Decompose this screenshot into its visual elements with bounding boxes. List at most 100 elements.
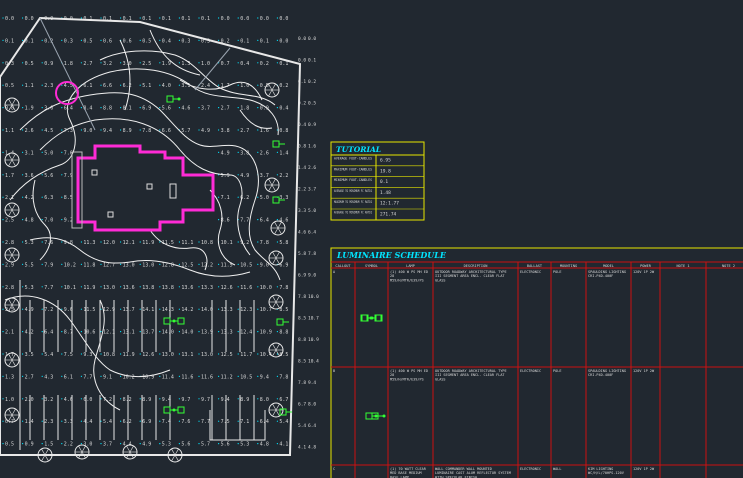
grid-value: 13.0 (142, 262, 154, 268)
grid-value: 1.0 (5, 397, 14, 403)
tree-icon (268, 342, 284, 358)
grid-value: 2.5 (142, 61, 151, 67)
wall-pack-icon (279, 408, 292, 416)
grid-point (120, 263, 122, 265)
schedule-symbol-icon (365, 412, 380, 420)
grid-value: 4.2 (25, 330, 34, 336)
grid-value: 8.7 (64, 330, 73, 336)
grid-point (61, 263, 63, 265)
grid-value: 5.9 (221, 173, 230, 179)
grid-point (22, 331, 24, 333)
parking-stalls (19, 280, 266, 450)
grid-value: 13.1 (123, 330, 135, 336)
grid-point (159, 241, 161, 243)
grid-value: 7.6 (181, 419, 190, 425)
grid-value: 0.2 (260, 61, 269, 67)
grid-point (198, 331, 200, 333)
grid-value: 3.2 (103, 61, 112, 67)
grid-value: 11.7 (240, 352, 252, 358)
grid-point (237, 331, 239, 333)
grid-point (22, 107, 24, 109)
grid-value: 4.1 (279, 442, 288, 448)
grid-point (2, 219, 4, 221)
grid-point (276, 39, 278, 42)
grid-value: 4.4 (123, 442, 132, 448)
grid-point (198, 263, 200, 265)
grid-point (80, 308, 82, 310)
grid-point (2, 286, 4, 288)
grid-point (139, 129, 141, 131)
grid-point (22, 375, 24, 377)
grid-point (22, 263, 24, 265)
grid-value: 9.1 (103, 374, 112, 380)
grid-point (276, 375, 278, 377)
grid-value: 2.7 (240, 128, 249, 134)
wall-pack-icon (276, 318, 289, 326)
grid-value: 13.7 (123, 307, 135, 313)
grid-value: 7.8 (142, 128, 151, 134)
grid-point (257, 107, 259, 109)
grid-value: 9.4 (260, 374, 269, 380)
grid-value: 8.8 (103, 106, 112, 112)
grid-point (178, 443, 180, 445)
grid-point (237, 398, 239, 400)
grid-point (139, 308, 141, 310)
grid-value: 8.6 (221, 218, 230, 224)
grid-point (159, 84, 161, 86)
grid-value: 0.8 (298, 144, 306, 150)
grid-value: 3.7 (201, 106, 210, 112)
grid-value: 0.5 (308, 101, 316, 107)
grid-point (41, 151, 43, 153)
schedule-cell-ballast: ELECTRONIC (520, 369, 541, 373)
grid-value: 13.0 (201, 352, 213, 358)
grid-value: 7.6 (44, 240, 53, 246)
grid-point (257, 286, 259, 288)
grid-value: 0.1 (260, 38, 269, 44)
grid-value: 0.2 (279, 83, 288, 89)
grid-point (22, 443, 24, 445)
grid-value: 11.5 (83, 307, 95, 313)
grid-value: 1.4 (279, 150, 288, 156)
grid-value: 4.1 (298, 445, 306, 451)
grid-point (218, 420, 220, 422)
grid-point (198, 62, 200, 64)
grid-point (178, 263, 180, 265)
grid-value: 1.5 (44, 442, 53, 448)
grid-value: 10.5 (240, 374, 252, 380)
tree-icon (4, 297, 20, 313)
grid-point (276, 107, 278, 109)
grid-point (22, 219, 24, 221)
grid-value: 9.4 (221, 397, 230, 403)
grid-point (139, 353, 141, 355)
grid-value: 8.0 (308, 402, 316, 408)
grid-value: 11.2 (221, 374, 233, 380)
grid-point (257, 219, 259, 221)
grid-point (218, 308, 220, 310)
tutorial-value: 6.95 (380, 158, 391, 164)
grid-value: 2.8 (5, 285, 14, 291)
grid-point (159, 353, 161, 355)
grid-value: 6.4 (260, 419, 269, 425)
trees (4, 82, 286, 463)
grid-point (61, 107, 63, 109)
grid-point (2, 241, 4, 243)
grid-value: 0.0 (298, 58, 306, 64)
schedule-header: MOUNTING (560, 264, 577, 268)
grid-point (218, 39, 220, 42)
grid-value: 5.4 (279, 419, 288, 425)
grid-point (237, 17, 239, 19)
schedule-header: SYMBOL (365, 264, 378, 268)
pole-fixture-icon (166, 95, 181, 103)
tree-icon (268, 402, 284, 418)
grid-point (159, 62, 161, 64)
grid-point (198, 398, 200, 400)
grid-value: 6.4 (308, 423, 316, 429)
grid-point (100, 398, 102, 400)
grid-value: 11.3 (83, 240, 95, 246)
grid-value: 6.2 (240, 195, 249, 201)
grid-point (257, 62, 259, 64)
grid-value: 2.6 (308, 165, 316, 171)
